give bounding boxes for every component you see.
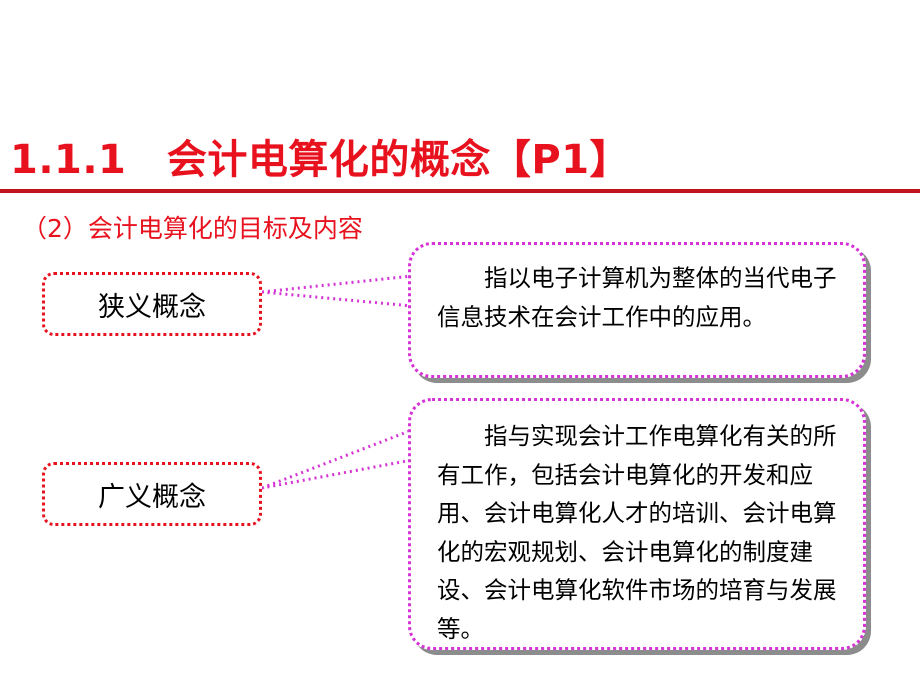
- narrow-callout-pointer: [261, 274, 414, 308]
- broad-concept-label: 广义概念: [98, 481, 206, 513]
- slide-title: 1.1.1 会计电算化的概念【P1】: [10, 137, 631, 183]
- narrow-concept-box: 狭义概念: [42, 272, 262, 336]
- broad-definition-callout: 指与实现会计工作电算化有关的所有工作，包括会计电算化的开发和应用、会计电算化人才…: [408, 398, 866, 650]
- broad-definition-text: 指与实现会计工作电算化有关的所有工作，包括会计电算化的开发和应用、会计电算化人才…: [437, 422, 837, 643]
- broad-callout-pointer: [261, 427, 414, 490]
- narrow-definition-text: 指以电子计算机为整体的当代电子信息技术在会计工作中的应用。: [437, 264, 837, 331]
- narrow-definition-callout: 指以电子计算机为整体的当代电子信息技术在会计工作中的应用。: [408, 242, 866, 378]
- slide-subtitle: （2）会计电算化的目标及内容: [22, 214, 363, 243]
- broad-concept-box: 广义概念: [42, 462, 262, 526]
- narrow-concept-label: 狭义概念: [98, 291, 206, 323]
- title-divider: [0, 189, 920, 193]
